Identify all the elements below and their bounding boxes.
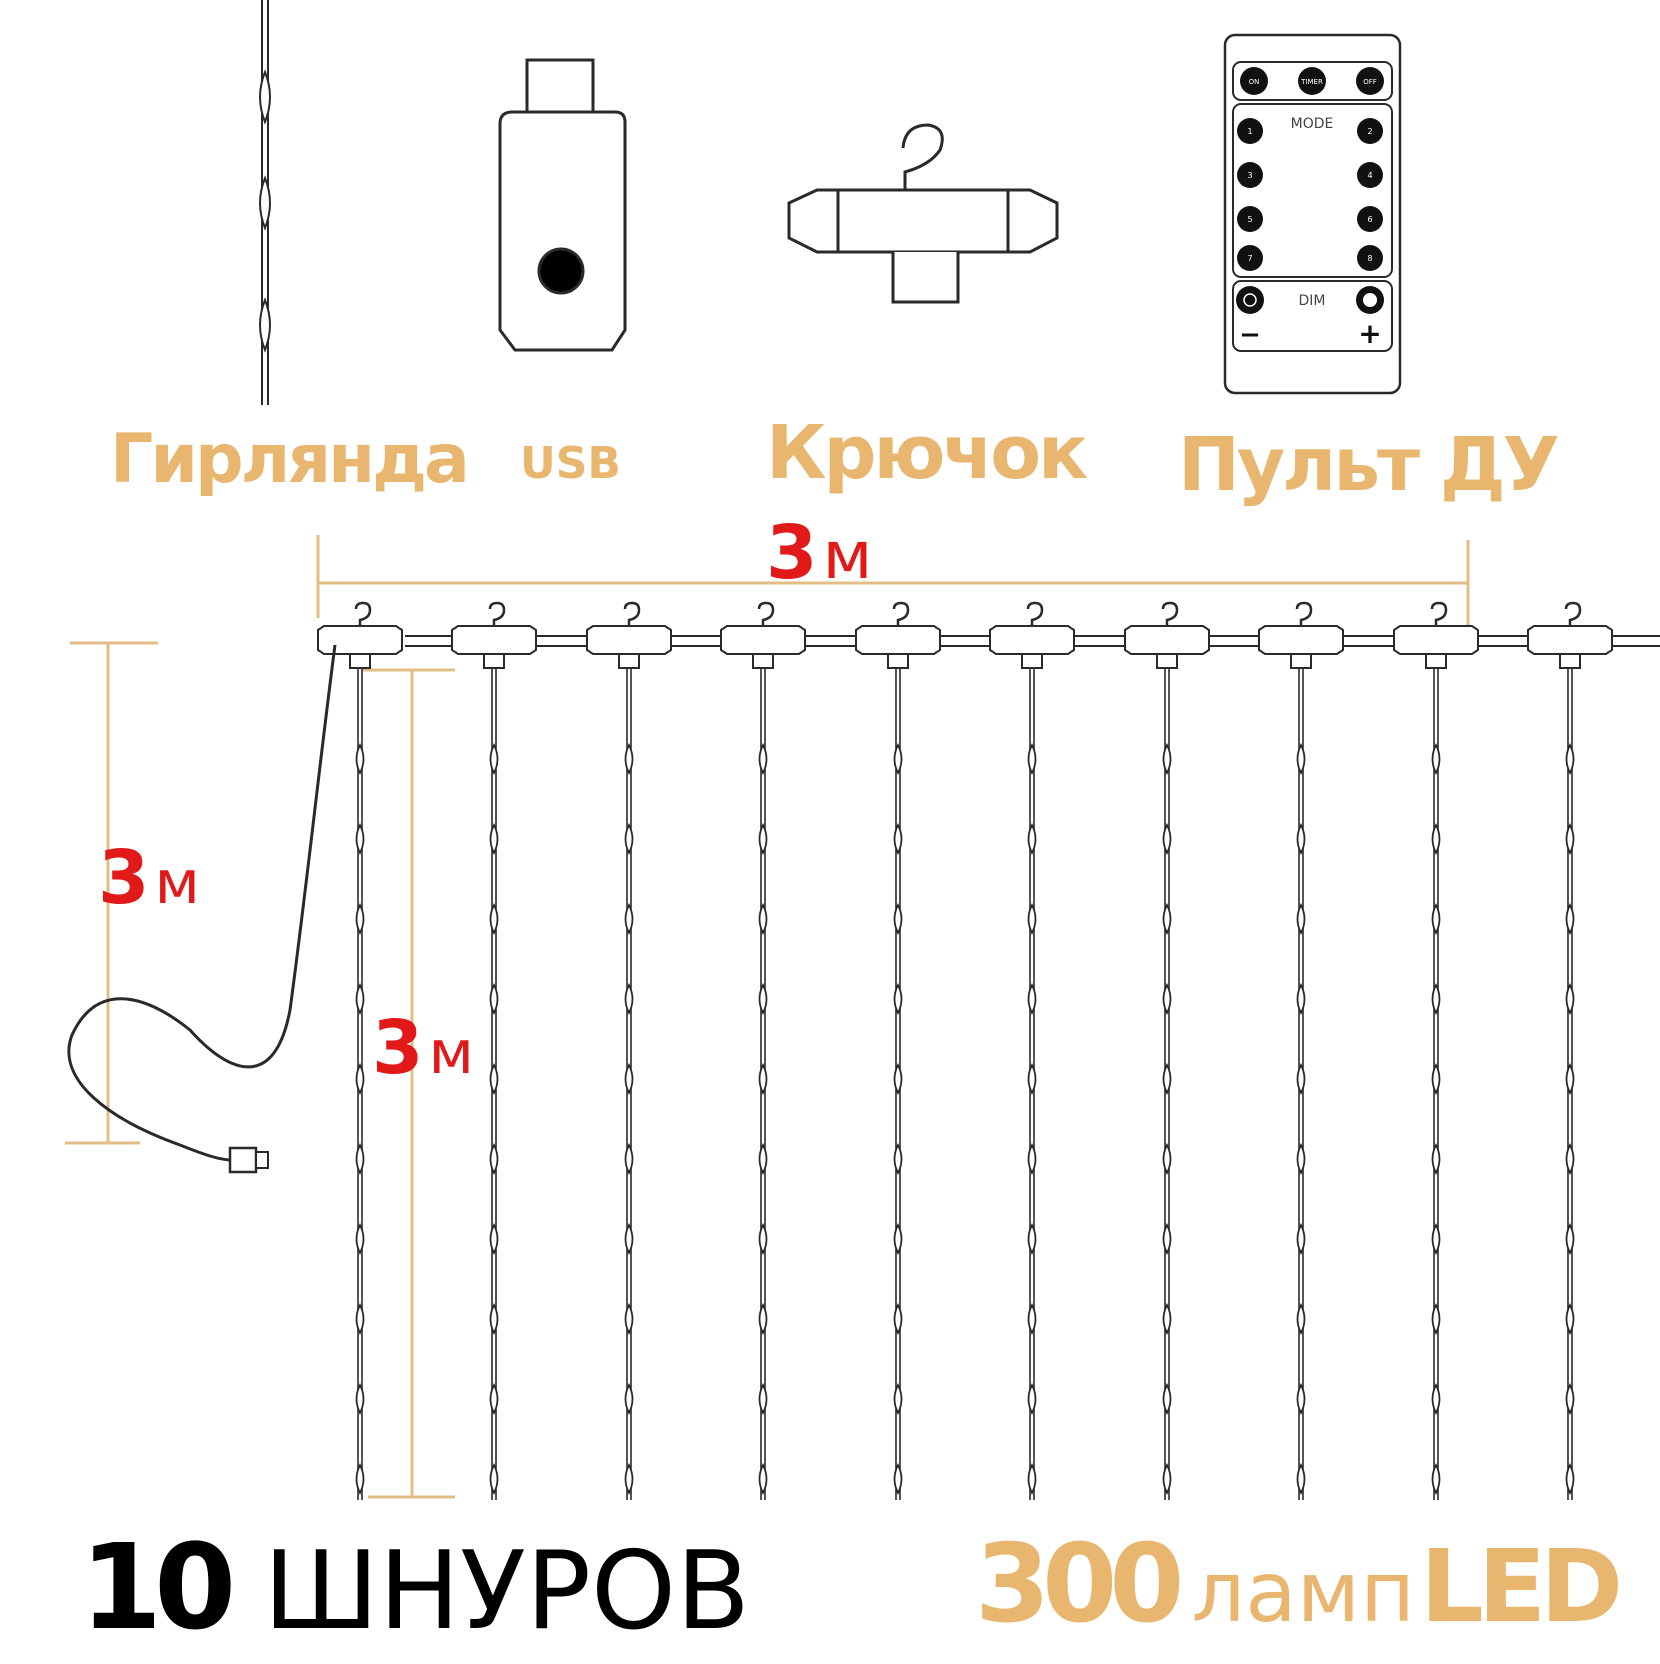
drop-dimension-line — [362, 668, 455, 1499]
width-dimension-line — [316, 535, 1470, 628]
remote-off-button: OFF — [1356, 67, 1384, 95]
label-usb: USB — [520, 438, 621, 489]
svg-text:6: 6 — [1367, 215, 1372, 224]
svg-text:3: 3 — [1247, 171, 1252, 180]
svg-text:ON: ON — [1249, 78, 1260, 86]
label-hook: Крючок — [766, 410, 1088, 496]
strands-word: ШНУРОВ — [263, 1529, 751, 1654]
lamps-word: ламп — [1191, 1543, 1415, 1641]
strand-5 — [855, 601, 941, 1500]
remote-mode-button-4: 4 — [1357, 162, 1383, 188]
remote-mode-button-5: 5 — [1237, 206, 1263, 232]
strand-1 — [317, 601, 403, 1500]
cable-unit: м — [154, 848, 200, 918]
label-garland: Гирлянда — [110, 420, 470, 499]
strand-8 — [1258, 601, 1344, 1500]
remote-mode-label: MODE — [1291, 116, 1334, 132]
remote-mode-button-7: 7 — [1237, 245, 1263, 271]
svg-text:2: 2 — [1367, 127, 1372, 136]
strands-count: 10 — [80, 1518, 236, 1656]
usb-plug-icon — [498, 58, 627, 352]
remote-mode-button-3: 3 — [1237, 162, 1263, 188]
led-word: LED — [1420, 1528, 1623, 1645]
strand-2 — [451, 601, 537, 1500]
drop-value: 3 — [372, 1005, 424, 1091]
remote-on-button: ON — [1240, 67, 1268, 95]
label-remote: Пульт ДУ — [1178, 422, 1560, 508]
remote-mode-button-2: 2 — [1357, 118, 1383, 144]
cable-dimension-label: 3 м — [98, 835, 200, 921]
remote-dim-up-button — [1356, 286, 1384, 314]
remote-mode-button-1: 1 — [1237, 118, 1263, 144]
hook-icon — [787, 123, 1059, 304]
cable-dimension-line — [65, 641, 158, 1145]
svg-text:1: 1 — [1247, 127, 1252, 136]
remote-timer-button: TIMER — [1298, 67, 1326, 95]
svg-text:8: 8 — [1367, 254, 1372, 263]
remote-mode-button-8: 8 — [1357, 245, 1383, 271]
svg-text:TIMER: TIMER — [1300, 78, 1323, 86]
cable-value: 3 — [98, 835, 150, 921]
lamps-count: 300 — [975, 1522, 1184, 1647]
remote-minus-sign: − — [1239, 320, 1261, 350]
strand-7 — [1124, 601, 1210, 1500]
remote-dim-down-button — [1236, 286, 1264, 314]
svg-text:5: 5 — [1247, 215, 1252, 224]
drop-dimension-label: 3 м — [372, 1005, 474, 1091]
strand-9 — [1393, 601, 1479, 1500]
usb-cable — [67, 644, 337, 1174]
remote-dim-label: DIM — [1299, 293, 1326, 309]
strand-3 — [586, 601, 672, 1500]
strand-4 — [720, 601, 806, 1500]
strands-count-caption: 10 ШНУРОВ — [80, 1518, 750, 1656]
remote-plus-sign: + — [1358, 317, 1381, 350]
svg-text:OFF: OFF — [1363, 78, 1377, 86]
svg-text:7: 7 — [1247, 254, 1252, 263]
strand-10 — [1527, 601, 1613, 1500]
strand-6 — [989, 601, 1075, 1500]
svg-text:4: 4 — [1367, 171, 1372, 180]
strands — [317, 601, 1613, 1500]
drop-unit: м — [428, 1018, 474, 1088]
garland-strand-icon — [259, 0, 271, 405]
width-unit: м — [822, 517, 873, 594]
remote-mode-button-6: 6 — [1357, 206, 1383, 232]
lamps-caption: 300 ламп LED — [975, 1522, 1623, 1647]
width-dimension-label: 3 м — [766, 510, 872, 596]
width-value: 3 — [766, 510, 818, 596]
